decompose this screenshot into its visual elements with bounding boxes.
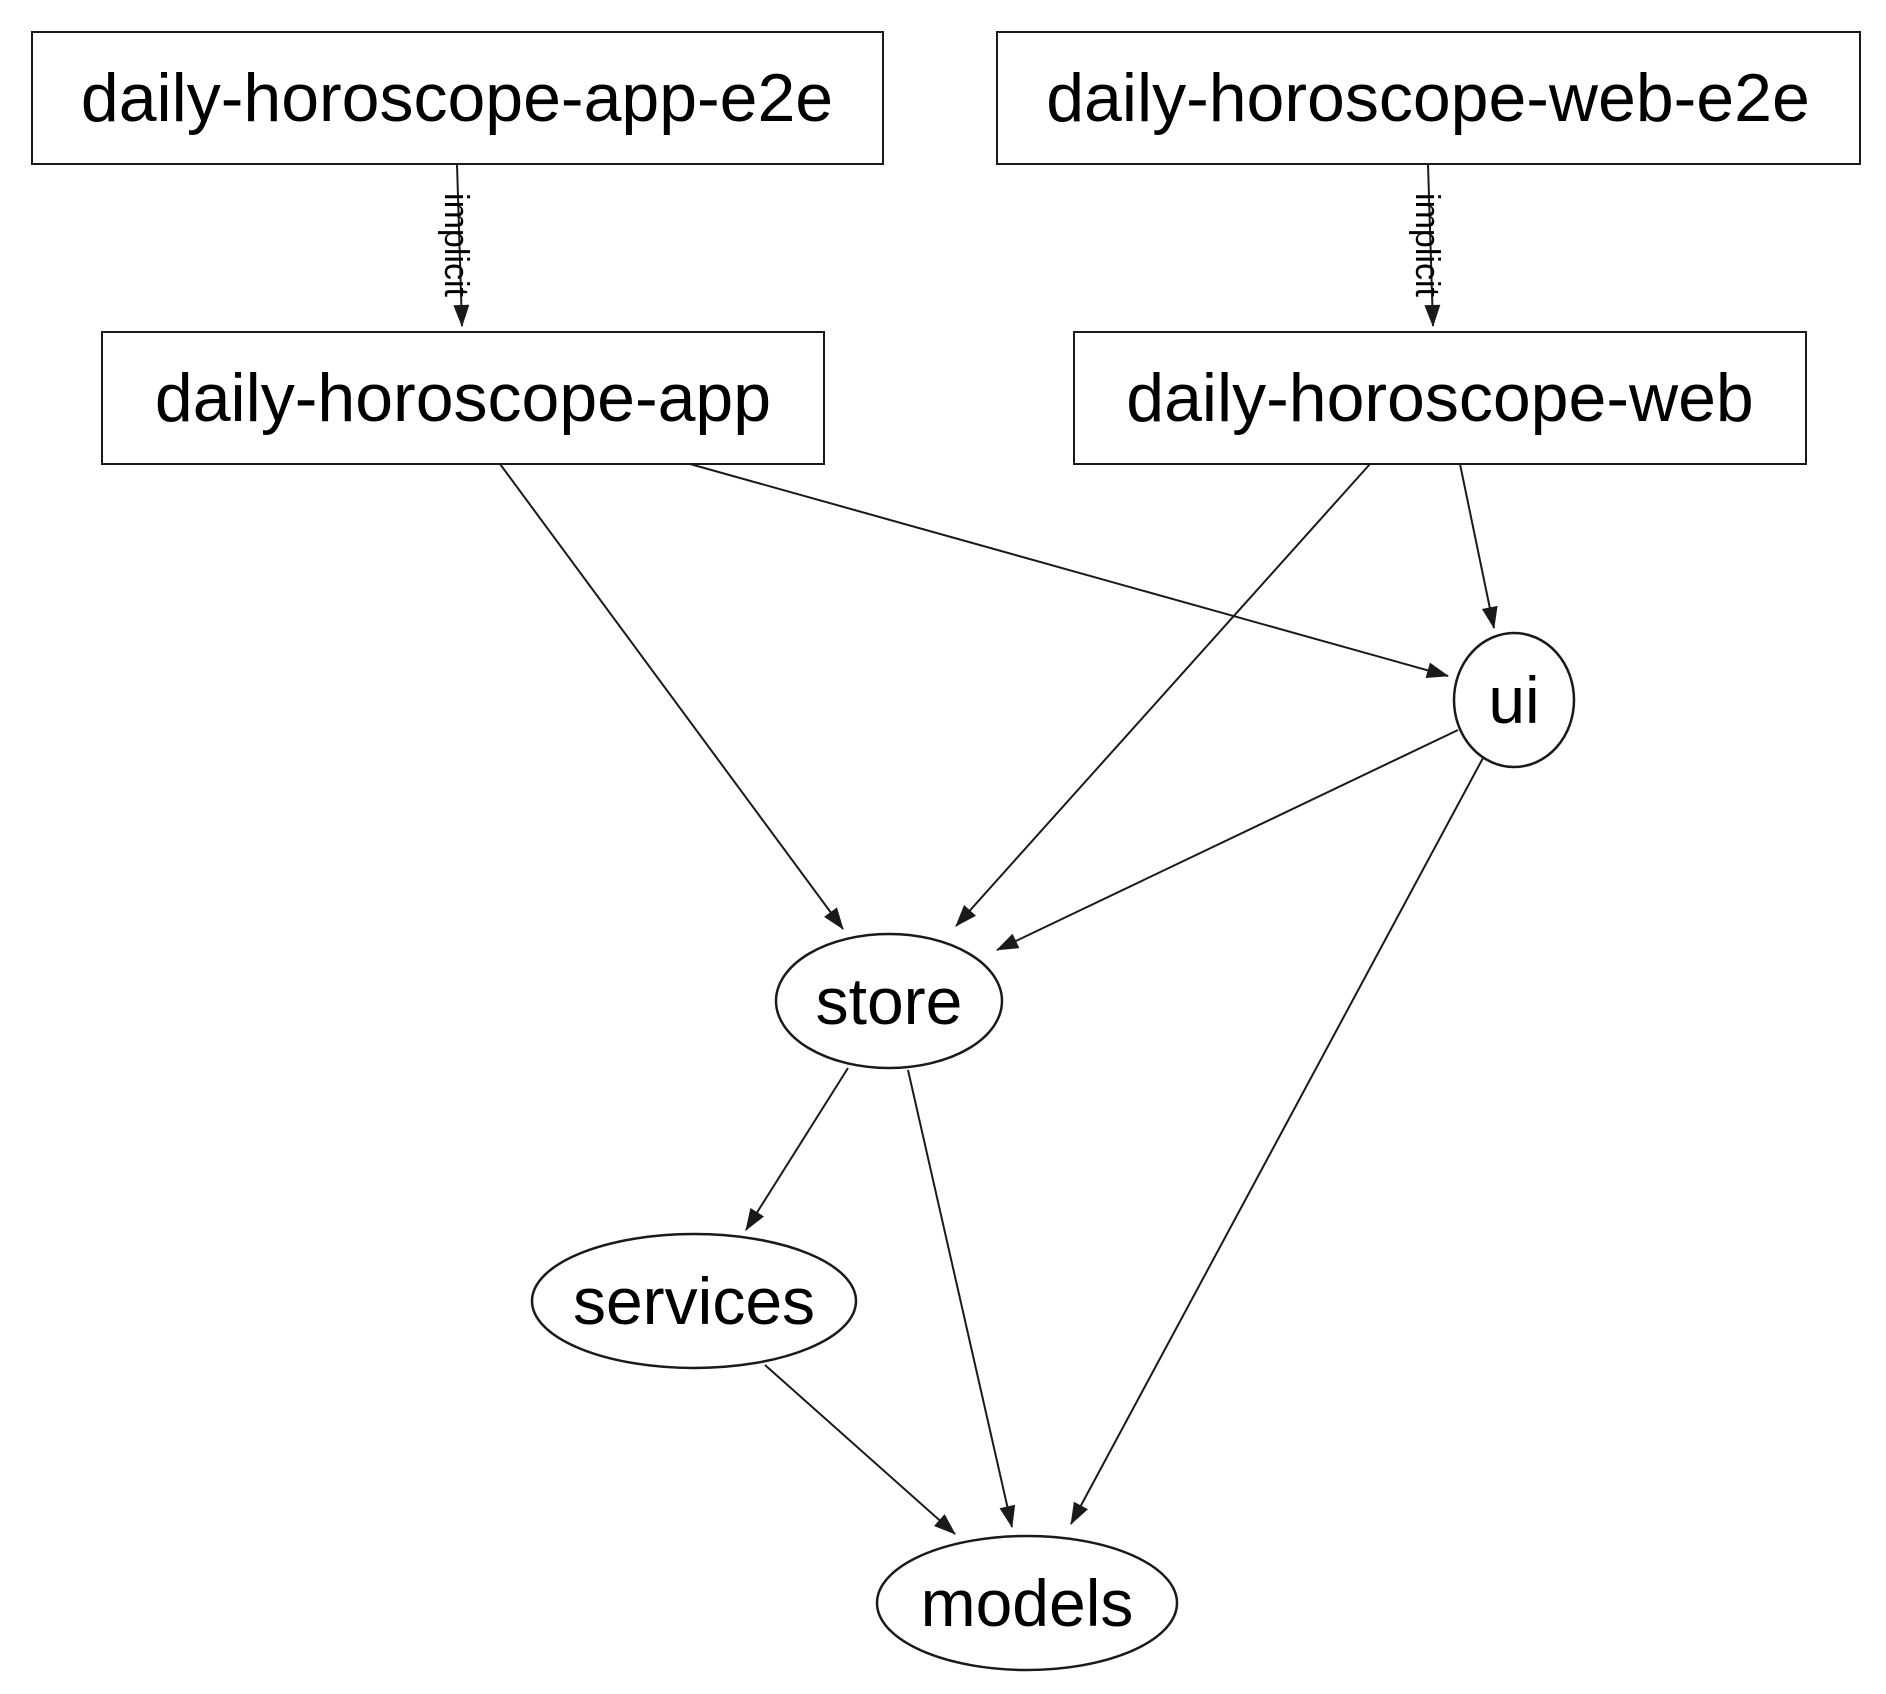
- node-label-web: daily-horoscope-web: [1126, 360, 1753, 436]
- node-daily-horoscope-web[interactable]: daily-horoscope-web: [1073, 331, 1807, 465]
- edge-ui-to-store: [996, 729, 1459, 951]
- edge-services-to-models: [764, 1364, 956, 1535]
- edge-app-to-ui: [689, 463, 1449, 679]
- edge-label-implicit-web: implicit: [1408, 193, 1446, 297]
- edge-ui-to-models: [1070, 757, 1484, 1525]
- node-daily-horoscope-app-e2e[interactable]: daily-horoscope-app-e2e: [31, 31, 884, 165]
- edge-label-implicit-app: implicit: [437, 193, 475, 297]
- node-label-store: store: [816, 964, 963, 1038]
- node-label-app-e2e: daily-horoscope-app-e2e: [81, 60, 833, 136]
- edge-store-to-models: [907, 1069, 1016, 1528]
- edge-app-to-store: [499, 463, 844, 930]
- node-services[interactable]: services: [530, 1232, 858, 1370]
- node-store[interactable]: store: [774, 932, 1004, 1070]
- node-label-models: models: [921, 1566, 1134, 1640]
- node-label-app: daily-horoscope-app: [155, 360, 771, 436]
- edge-web-to-ui: [1459, 463, 1498, 629]
- edge-web-e2e-to-web: [1424, 163, 1441, 327]
- edges-layer: implicit implicit: [437, 163, 1498, 1535]
- node-daily-horoscope-app[interactable]: daily-horoscope-app: [101, 331, 825, 465]
- node-label-web-e2e: daily-horoscope-web-e2e: [1046, 60, 1810, 136]
- node-label-services: services: [573, 1264, 815, 1338]
- edge-app-e2e-to-app: [453, 163, 470, 327]
- node-daily-horoscope-web-e2e[interactable]: daily-horoscope-web-e2e: [996, 31, 1861, 165]
- node-label-ui: ui: [1488, 663, 1539, 737]
- node-ui[interactable]: ui: [1452, 631, 1576, 769]
- node-models[interactable]: models: [875, 1534, 1179, 1672]
- edge-store-to-services: [745, 1067, 849, 1231]
- edge-web-to-store: [955, 463, 1371, 927]
- nodes-layer: daily-horoscope-app-e2e daily-horoscope-…: [31, 31, 1861, 1672]
